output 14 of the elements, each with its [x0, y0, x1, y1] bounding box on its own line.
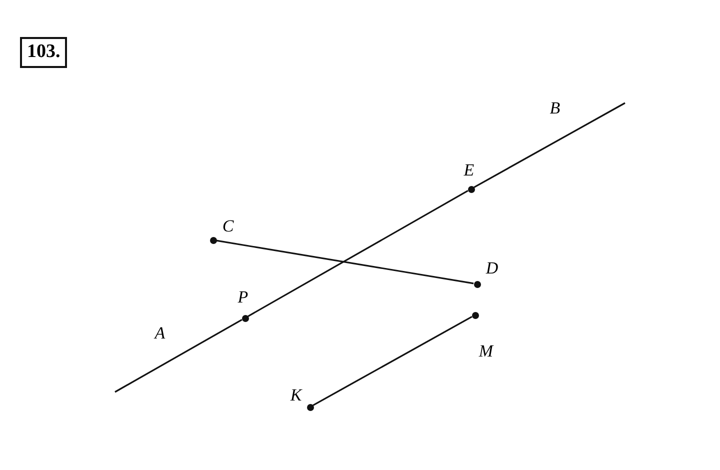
- line-segment: [216, 240, 474, 284]
- point-label: D: [486, 260, 498, 276]
- line-segment: [312, 316, 472, 406]
- line-end-label: A: [154, 324, 166, 342]
- line-segment: [114, 319, 242, 393]
- point-label: M: [478, 342, 494, 360]
- point-label: K: [290, 386, 302, 404]
- point-label: E: [464, 162, 474, 178]
- point-label: P: [238, 288, 248, 306]
- line-segment: [248, 190, 468, 317]
- problem-number: 103.: [20, 37, 68, 68]
- point-label: C: [222, 218, 234, 234]
- line-end-label: B: [550, 100, 560, 116]
- line-segment: [474, 102, 626, 188]
